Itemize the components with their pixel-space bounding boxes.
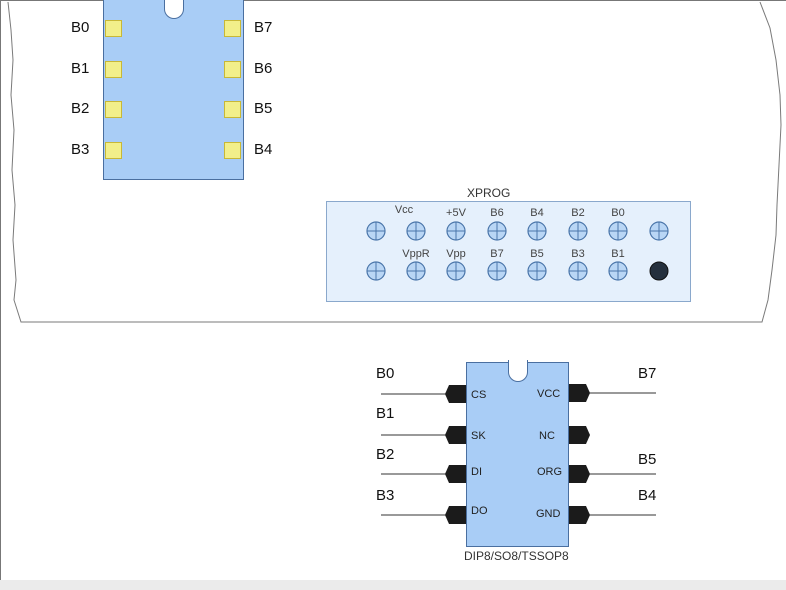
chip-pin-name: NC	[539, 430, 555, 442]
net-label: B5	[638, 451, 657, 468]
xprog-pin-label: +5V	[446, 207, 466, 219]
top-pin-label: B1	[71, 60, 90, 77]
pin-cs	[445, 385, 466, 403]
pin-vcc	[569, 384, 590, 402]
pin-pad-b4	[224, 142, 241, 159]
xprog-pin-label: B5	[530, 248, 544, 260]
top-chip-notch	[164, 0, 184, 19]
chip-pin-name: DO	[471, 505, 488, 517]
pin-pad-b7	[224, 20, 241, 37]
pin-sk	[445, 426, 466, 444]
net-label: B3	[376, 487, 395, 504]
pin-nc	[569, 426, 590, 444]
xprog-title: XPROG	[467, 186, 511, 200]
bottom-chip-body	[466, 362, 569, 547]
top-pin-label: B3	[71, 141, 90, 158]
top-pin-label: B2	[71, 100, 90, 117]
chip-pin-name: DI	[471, 466, 482, 478]
chip-pin-name: ORG	[537, 466, 563, 478]
xprog-key-pin	[649, 261, 669, 281]
net-label: B4	[638, 487, 657, 504]
chip-pin-name: GND	[536, 508, 561, 520]
xprog-pin-label: B4	[530, 207, 544, 219]
xprog-connector	[326, 201, 691, 302]
pin-pad-b2	[105, 101, 122, 118]
pin-pad-b1	[105, 61, 122, 78]
top-pin-label: B0	[71, 19, 90, 36]
xprog-pin-label: B6	[490, 207, 504, 219]
net-label: B1	[376, 405, 395, 422]
top-chip-body	[103, 0, 244, 180]
chip-pin-name: CS	[471, 389, 487, 401]
pin-pad-b6	[224, 61, 241, 78]
chip-pin-name: SK	[471, 430, 486, 442]
bottom-chip-notch	[508, 360, 528, 382]
top-pin-label: B6	[254, 60, 273, 77]
xprog-pin-label: B2	[571, 207, 585, 219]
pin-di	[445, 465, 466, 483]
pin-gnd	[569, 506, 590, 524]
pin-pad-b5	[224, 101, 241, 118]
net-label: B7	[638, 365, 657, 382]
top-pin-label: B4	[254, 141, 273, 158]
top-pin-label: B5	[254, 100, 273, 117]
xprog-pin-label: B1	[611, 248, 625, 260]
pin-org	[569, 465, 590, 483]
chip-pin-name: VCC	[537, 388, 561, 400]
xprog-pin-label: Vcc	[394, 204, 414, 216]
net-label: B0	[376, 365, 395, 382]
package-label: DIP8/SO8/TSSOP8	[464, 549, 569, 563]
pin-pad-b0	[105, 20, 122, 37]
net-label: B2	[376, 446, 395, 463]
top-pin-label: B7	[254, 19, 273, 36]
pin-do	[445, 506, 466, 524]
bottom-strip	[0, 580, 786, 590]
xprog-pin-label: B7	[490, 248, 504, 260]
xprog-pin-label: B0	[611, 207, 625, 219]
xprog-pin-label: Vpp	[446, 248, 466, 260]
xprog-pin-label: VppR	[402, 248, 430, 260]
pin-pad-b3	[105, 142, 122, 159]
xprog-pin-label: B3	[571, 248, 585, 260]
